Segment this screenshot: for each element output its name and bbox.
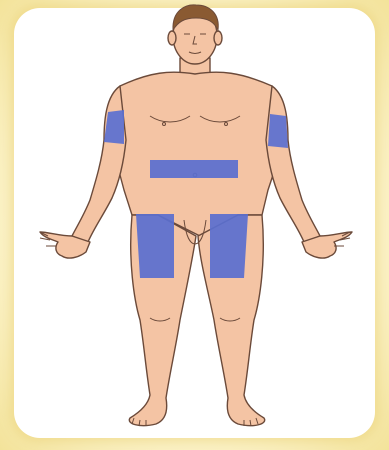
arm-left bbox=[266, 86, 320, 242]
arm-right bbox=[72, 86, 126, 242]
injection-zone-left-thigh bbox=[210, 214, 248, 278]
injection-zone-abdomen bbox=[150, 160, 238, 178]
ear-right bbox=[168, 31, 176, 45]
torso bbox=[112, 72, 282, 236]
ear-left bbox=[214, 31, 222, 45]
injection-zone-right-thigh bbox=[136, 214, 174, 278]
injection-zone-left-upper-arm bbox=[268, 114, 288, 148]
